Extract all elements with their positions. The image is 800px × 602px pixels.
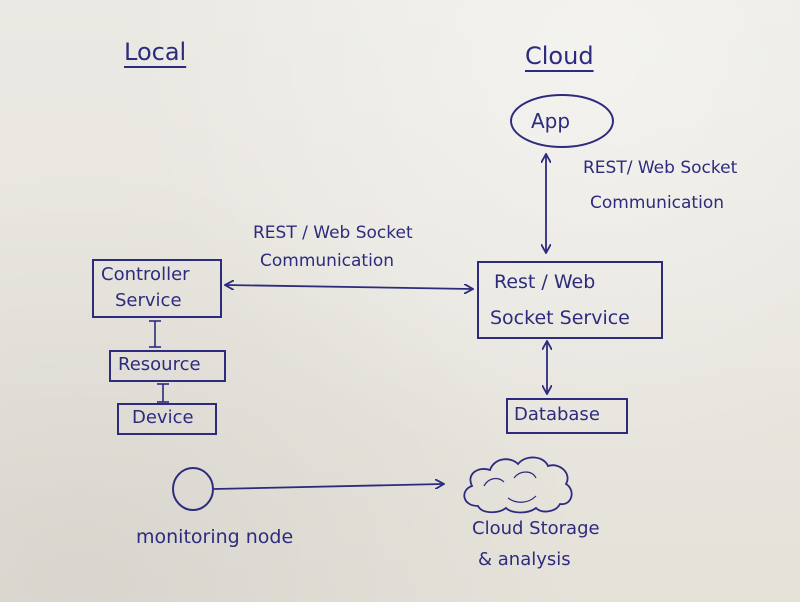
monitoring-node-shape [173, 468, 213, 510]
app-label: App [531, 109, 571, 133]
app-edge-label-line2: Communication [590, 193, 724, 213]
monitoring-node-label: monitoring node [136, 526, 294, 548]
database-box [507, 399, 627, 433]
cloud-storage-shape [464, 457, 571, 512]
app-node-shape [511, 95, 613, 147]
controller-rest-arrow [226, 285, 472, 289]
cloud-heading: Cloud [525, 42, 594, 70]
local-cloud-edge-label-line1: REST / Web Socket [253, 223, 413, 243]
local-heading: Local [124, 38, 187, 66]
device-label: Device [132, 407, 194, 428]
app-edge-label-line1: REST/ Web Socket [583, 158, 738, 178]
device-box [118, 404, 216, 434]
cloud-storage-label-line1: Cloud Storage [472, 518, 600, 539]
resource-label: Resource [118, 354, 201, 375]
controller-label-line1: Controller [101, 264, 190, 285]
rest-service-label-line1: Rest / Web [494, 271, 596, 293]
resource-box [110, 351, 225, 381]
local-cloud-edge-label-line2: Communication [260, 251, 394, 271]
controller-label-line2: Service [115, 290, 182, 311]
database-label: Database [514, 404, 600, 425]
rest-service-label-line2: Socket Service [490, 307, 630, 329]
rest-service-box [478, 262, 662, 338]
cloud-storage-label-line2: & analysis [478, 549, 571, 570]
monitoring-cloud-arrow [214, 484, 443, 489]
